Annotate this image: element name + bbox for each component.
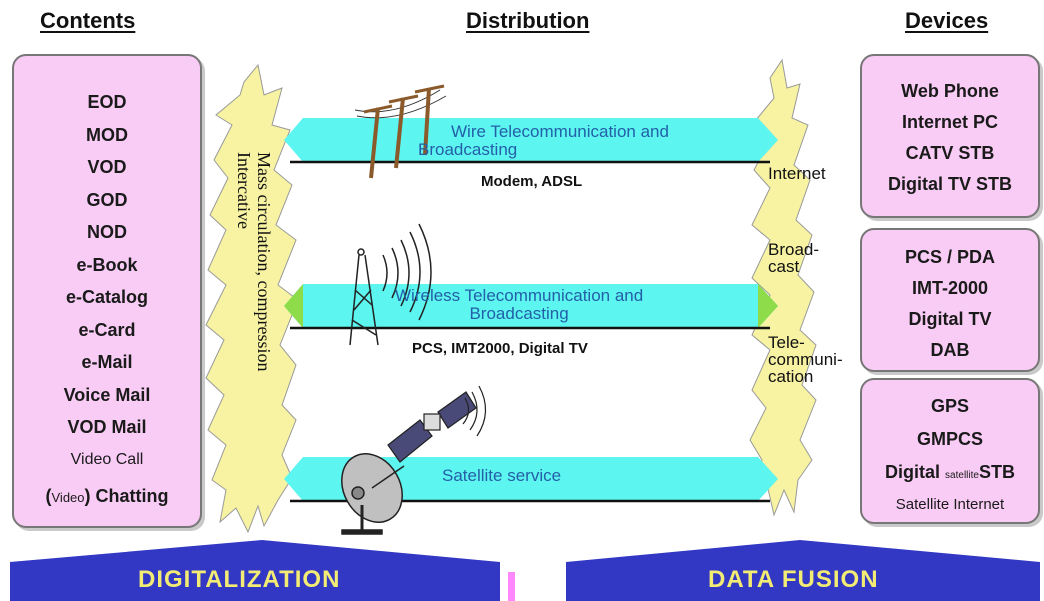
telecom-line-1: Tele- xyxy=(768,333,805,352)
chatting-part: ( xyxy=(45,486,52,506)
contents-header: Contents xyxy=(40,8,136,33)
device-item: Satellite Internet xyxy=(895,496,1005,513)
content-item: NOD xyxy=(87,222,127,242)
satellite-dish-icon xyxy=(341,453,405,535)
wire-pipe-label: Wire Telecommunication and Broadcasting xyxy=(418,123,669,159)
telecommunication-label: Tele- communi- cation xyxy=(768,334,843,385)
right-burst xyxy=(749,58,817,517)
broadcast-line-2: cast xyxy=(768,257,800,276)
devices-box-satellite: GPS GMPCS Digital satelliteSTB Satellite… xyxy=(860,378,1040,524)
broadcast-line-1: Broad- xyxy=(768,240,820,259)
mass-circulation-label: Mass circulation, compression Intercativ… xyxy=(234,152,274,371)
wire-pipe xyxy=(284,118,778,162)
content-item: VOD Mail xyxy=(67,417,147,437)
device-item-digital-satellite-stb: Digital satelliteSTB xyxy=(862,456,1038,492)
telecom-line-3: cation xyxy=(768,367,814,386)
satellite-icon xyxy=(387,385,487,463)
device-item: Internet PC xyxy=(901,112,998,132)
device-item: GPS xyxy=(930,396,969,416)
content-item: GOD xyxy=(86,189,128,210)
data-fusion-label: DATA FUSION xyxy=(708,566,879,593)
wireless-pipe-label: Wireless Telecommunication and Broadcast… xyxy=(395,287,643,323)
content-item: e-Catalog xyxy=(65,287,148,307)
left-burst xyxy=(205,63,299,534)
content-item-video-chatting: (Video) Chatting xyxy=(14,476,200,518)
digital-label: Digital xyxy=(885,462,946,482)
stb-label: STB xyxy=(978,462,1015,482)
wire-pipe-line-2: Broadcasting xyxy=(418,140,518,159)
data-fusion-banner xyxy=(566,540,1040,601)
device-item: IMT-2000 xyxy=(911,278,989,298)
digitalization-banner xyxy=(10,540,500,601)
satellite-pipe xyxy=(284,457,778,501)
radio-tower-icon xyxy=(349,223,432,346)
satellite-pipe-label: Satellite service xyxy=(442,466,562,485)
device-item: GMPCS xyxy=(916,429,983,449)
content-item: e-Book xyxy=(76,254,138,275)
internet-label: Internet xyxy=(768,164,826,183)
contents-list: EOD MOD VOD GOD NOD e-Book e-Catalog e-Card e-Ma… xyxy=(14,86,200,518)
wireless-pipe xyxy=(284,284,778,328)
chatting-part: Video xyxy=(51,490,85,505)
mass-line-1: Mass circulation, compression xyxy=(254,152,274,372)
wireless-pipe-line-2: Broadcasting xyxy=(469,304,569,323)
digitalization-label: DIGITALIZATION xyxy=(138,566,341,593)
content-item: e-Mail xyxy=(81,352,133,372)
wireless-caption: PCS, IMT2000, Digital TV xyxy=(412,340,588,357)
devices-list-satellite: GPS GMPCS Digital satelliteSTB Satellite… xyxy=(862,390,1038,518)
broadcast-label: Broad- cast xyxy=(768,241,819,275)
device-item: Web Phone xyxy=(901,81,999,101)
mass-line-2: Intercative xyxy=(234,152,254,229)
satellite-label: satellite xyxy=(945,470,979,481)
wire-pipe-line-1: Wire Telecommunication and xyxy=(451,122,669,141)
content-item: EOD xyxy=(87,92,127,112)
content-item: VOD xyxy=(87,157,127,177)
chatting-part: ) Chatting xyxy=(84,486,169,506)
device-item: DAB xyxy=(930,340,970,360)
content-item: MOD xyxy=(86,124,128,145)
content-item: Voice Mail xyxy=(63,384,151,405)
distribution-header: Distribution xyxy=(466,8,590,33)
wireless-pipe-line-1: Wireless Telecommunication and xyxy=(395,286,644,305)
device-item: CATV STB xyxy=(905,143,995,163)
contents-box: EOD MOD VOD GOD NOD e-Book e-Catalog e-Card e-Ma… xyxy=(12,54,202,528)
device-item: PCS / PDA xyxy=(904,247,996,267)
telephone-pole-icon xyxy=(354,84,447,179)
devices-header: Devices xyxy=(905,8,989,33)
device-item: Digital TV STB xyxy=(887,174,1012,194)
wire-caption: Modem, ADSL xyxy=(481,173,583,190)
content-item: e-Card xyxy=(78,319,136,340)
telecom-line-2: communi- xyxy=(768,350,843,369)
content-item: Video Call xyxy=(70,450,144,468)
device-item: Digital TV xyxy=(908,309,992,329)
